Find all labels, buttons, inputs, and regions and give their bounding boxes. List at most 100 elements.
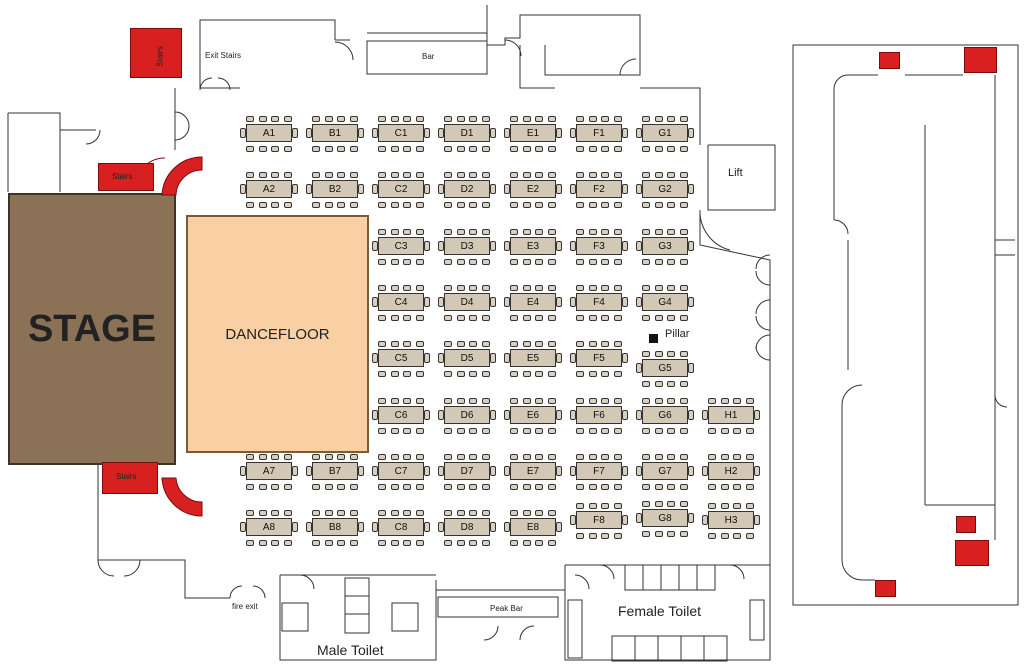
table[interactable]: D5: [438, 340, 496, 378]
table-label: F8: [576, 511, 622, 529]
table[interactable]: G7: [636, 453, 694, 491]
table[interactable]: C4: [372, 284, 430, 322]
table-label: D7: [444, 462, 490, 480]
table[interactable]: C7: [372, 453, 430, 491]
table[interactable]: F5: [570, 340, 628, 378]
exit-stairs-label: Exit Stairs: [205, 51, 242, 60]
table[interactable]: B7: [306, 453, 364, 491]
table[interactable]: G8: [636, 500, 694, 538]
table-label: B7: [312, 462, 358, 480]
table[interactable]: B1: [306, 115, 364, 153]
table[interactable]: E7: [504, 453, 562, 491]
stairs-top-left: [130, 28, 182, 78]
table-label: G6: [642, 406, 688, 424]
table-label: E1: [510, 124, 556, 142]
table-label: F1: [576, 124, 622, 142]
table[interactable]: E1: [504, 115, 562, 153]
table[interactable]: D3: [438, 228, 496, 266]
table[interactable]: E6: [504, 397, 562, 435]
table[interactable]: E8: [504, 509, 562, 547]
table[interactable]: F7: [570, 453, 628, 491]
table-label: D6: [444, 406, 490, 424]
table[interactable]: G1: [636, 115, 694, 153]
table[interactable]: D7: [438, 453, 496, 491]
table[interactable]: F6: [570, 397, 628, 435]
peak-bar-label: Peak Bar: [490, 604, 523, 613]
table-label: F6: [576, 406, 622, 424]
table-label: E7: [510, 462, 556, 480]
table-label: D5: [444, 349, 490, 367]
table-label: C4: [378, 293, 424, 311]
table[interactable]: H2: [702, 453, 760, 491]
table[interactable]: D8: [438, 509, 496, 547]
male-toilet-label: Male Toilet: [317, 642, 384, 658]
table[interactable]: B8: [306, 509, 364, 547]
bar-label: Bar: [422, 52, 435, 61]
table[interactable]: F8: [570, 502, 628, 540]
table-label: D1: [444, 124, 490, 142]
table[interactable]: H3: [702, 502, 760, 540]
table[interactable]: A8: [240, 509, 298, 547]
table-label: E4: [510, 293, 556, 311]
stairs-lower: [102, 462, 158, 494]
table[interactable]: E4: [504, 284, 562, 322]
table[interactable]: F4: [570, 284, 628, 322]
table[interactable]: C6: [372, 397, 430, 435]
table[interactable]: D1: [438, 115, 496, 153]
dancefloor: DANCEFLOOR: [186, 215, 369, 453]
table-label: C5: [378, 349, 424, 367]
stair-block-r1: [879, 52, 900, 69]
table[interactable]: E5: [504, 340, 562, 378]
table-label: E2: [510, 180, 556, 198]
table-label: C3: [378, 237, 424, 255]
table[interactable]: D4: [438, 284, 496, 322]
table[interactable]: A7: [240, 453, 298, 491]
table[interactable]: C2: [372, 171, 430, 209]
table[interactable]: C5: [372, 340, 430, 378]
table-label: G8: [642, 509, 688, 527]
table[interactable]: E2: [504, 171, 562, 209]
table[interactable]: D2: [438, 171, 496, 209]
table-label: G5: [642, 359, 688, 377]
table[interactable]: D6: [438, 397, 496, 435]
table[interactable]: A2: [240, 171, 298, 209]
stair-block-r5: [875, 580, 896, 597]
table[interactable]: H1: [702, 397, 760, 435]
table-label: A8: [246, 518, 292, 536]
table[interactable]: C3: [372, 228, 430, 266]
table-label: E6: [510, 406, 556, 424]
table[interactable]: F3: [570, 228, 628, 266]
fire-exit-label: fire exit: [232, 602, 258, 611]
table[interactable]: A1: [240, 115, 298, 153]
stairs-lower-label: Stairs: [116, 472, 137, 481]
lift-label: Lift: [728, 167, 743, 179]
table[interactable]: E3: [504, 228, 562, 266]
table-label: G2: [642, 180, 688, 198]
table-label: G4: [642, 293, 688, 311]
table[interactable]: G6: [636, 397, 694, 435]
table-label: E3: [510, 237, 556, 255]
dancefloor-label: DANCEFLOOR: [225, 325, 330, 343]
table[interactable]: G3: [636, 228, 694, 266]
stair-block-r3: [956, 516, 976, 533]
table[interactable]: F1: [570, 115, 628, 153]
table-label: G7: [642, 462, 688, 480]
table-label: G1: [642, 124, 688, 142]
table[interactable]: G4: [636, 284, 694, 322]
table[interactable]: C8: [372, 509, 430, 547]
table-label: B2: [312, 180, 358, 198]
table-label: A2: [246, 180, 292, 198]
table[interactable]: B2: [306, 171, 364, 209]
pillar-label: Pillar: [665, 328, 690, 340]
stair-block-r2: [964, 47, 997, 73]
table[interactable]: C1: [372, 115, 430, 153]
table-label: C7: [378, 462, 424, 480]
table[interactable]: F2: [570, 171, 628, 209]
table[interactable]: G5: [636, 350, 694, 388]
table-label: D2: [444, 180, 490, 198]
table[interactable]: G2: [636, 171, 694, 209]
female-toilet-label: Female Toilet: [618, 603, 702, 619]
table-label: F5: [576, 349, 622, 367]
